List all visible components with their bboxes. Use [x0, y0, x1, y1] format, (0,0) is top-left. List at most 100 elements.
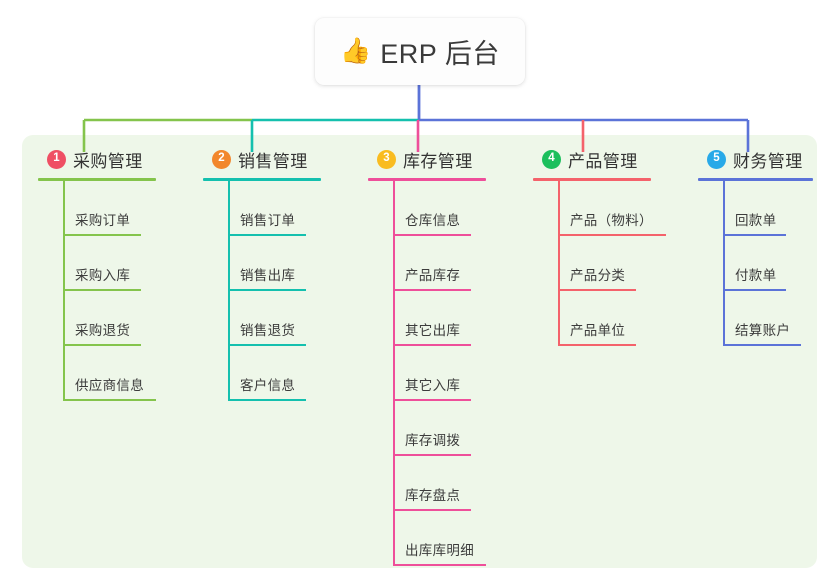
subitem-label: 产品（物料）	[570, 213, 653, 228]
subitem-underline	[558, 234, 666, 236]
subitem-label: 产品库存	[405, 268, 461, 283]
subitem-label: 仓库信息	[405, 213, 461, 228]
branch-spine	[228, 181, 230, 401]
subitem-label: 付款单	[735, 268, 777, 283]
subitem-label: 产品单位	[570, 323, 626, 338]
category-title: 财务管理	[733, 151, 803, 171]
subitem-label: 结算账户	[735, 323, 791, 338]
subitem-label: 回款单	[735, 213, 777, 228]
subitem-underline	[393, 289, 471, 291]
subitem-underline	[228, 289, 306, 291]
subitem-underline	[63, 234, 141, 236]
subitem-label: 采购退货	[75, 323, 131, 338]
subitem-label: 采购订单	[75, 213, 131, 228]
subitem[interactable]: 回款单	[698, 181, 838, 236]
subitem[interactable]: 供应商信息	[38, 346, 193, 401]
subitem[interactable]: 其它入库	[368, 346, 523, 401]
subitem-list: 回款单付款单结算账户	[698, 181, 838, 346]
category-title: 采购管理	[73, 151, 143, 171]
subitem[interactable]: 采购退货	[38, 291, 193, 346]
subitem-list: 仓库信息产品库存其它出库其它入库库存调拨库存盘点出库库明细	[368, 181, 523, 566]
category-number-badge: 1	[47, 149, 66, 169]
subitem-underline	[393, 399, 471, 401]
subitem-label: 出库库明细	[405, 543, 474, 558]
subitem-underline	[393, 454, 471, 456]
category-column-1: 1 采购管理采购订单采购入库采购退货供应商信息	[38, 146, 193, 401]
subitem-underline	[393, 344, 471, 346]
subitem-underline	[393, 234, 471, 236]
subitem[interactable]: 销售出库	[203, 236, 353, 291]
subitem-underline	[228, 234, 306, 236]
subitem-underline	[63, 344, 141, 346]
subitem[interactable]: 其它出库	[368, 291, 523, 346]
category-header-3[interactable]: 3 库存管理	[368, 146, 523, 172]
subitem-underline	[723, 234, 786, 236]
subitem[interactable]: 采购订单	[38, 181, 193, 236]
subitem[interactable]: 采购入库	[38, 236, 193, 291]
subitem-underline	[723, 289, 786, 291]
thumbs-up-icon: 👍	[340, 37, 372, 65]
subitem-label: 产品分类	[570, 268, 626, 283]
subitem-underline	[723, 344, 801, 346]
subitem-label: 销售退货	[240, 323, 296, 338]
category-underline	[533, 178, 651, 181]
content-panel	[22, 135, 817, 568]
subitem-label: 供应商信息	[75, 378, 144, 393]
category-header-1[interactable]: 1 采购管理	[38, 146, 193, 172]
branch-spine	[723, 181, 725, 346]
subitem[interactable]: 销售退货	[203, 291, 353, 346]
subitem-label: 其它出库	[405, 323, 461, 338]
subitem-label: 客户信息	[240, 378, 296, 393]
subitem-underline	[228, 344, 306, 346]
subitem-underline	[393, 564, 486, 566]
category-underline	[698, 178, 813, 181]
category-number-badge: 2	[212, 149, 231, 169]
subitem-underline	[63, 399, 156, 401]
category-column-3: 3 库存管理仓库信息产品库存其它出库其它入库库存调拨库存盘点出库库明细	[368, 146, 523, 566]
subitem-underline	[558, 289, 636, 291]
category-underline	[38, 178, 156, 181]
root-node[interactable]: 👍 ERP 后台	[315, 18, 525, 85]
category-title: 销售管理	[238, 151, 308, 171]
subitem[interactable]: 销售订单	[203, 181, 353, 236]
subitem-underline	[63, 289, 141, 291]
subitem[interactable]: 产品库存	[368, 236, 523, 291]
category-underline	[203, 178, 321, 181]
subitem-label: 销售出库	[240, 268, 296, 283]
subitem[interactable]: 产品分类	[533, 236, 693, 291]
subitem-label: 库存盘点	[405, 488, 461, 503]
category-title: 库存管理	[403, 151, 473, 171]
subitem-underline	[393, 509, 471, 511]
subitem[interactable]: 出库库明细	[368, 511, 523, 566]
category-header-2[interactable]: 2 销售管理	[203, 146, 353, 172]
category-header-5[interactable]: 5 财务管理	[698, 146, 838, 172]
subitem[interactable]: 仓库信息	[368, 181, 523, 236]
subitem-underline	[228, 399, 306, 401]
subitem-list: 采购订单采购入库采购退货供应商信息	[38, 181, 193, 401]
category-number-badge: 4	[542, 149, 561, 169]
subitem-label: 其它入库	[405, 378, 461, 393]
subitem[interactable]: 客户信息	[203, 346, 353, 401]
branch-spine	[63, 181, 65, 401]
category-number-badge: 3	[377, 149, 396, 169]
subitem[interactable]: 产品单位	[533, 291, 693, 346]
subitem-label: 采购入库	[75, 268, 131, 283]
branch-spine	[558, 181, 560, 346]
subitem-label: 库存调拨	[405, 433, 461, 448]
page-title: ERP 后台	[380, 39, 500, 69]
category-number-badge: 5	[707, 149, 726, 169]
branch-spine	[393, 181, 395, 566]
subitem[interactable]: 付款单	[698, 236, 838, 291]
category-column-2: 2 销售管理销售订单销售出库销售退货客户信息	[203, 146, 353, 401]
subitem-list: 产品（物料） 产品分类产品单位	[533, 181, 693, 346]
subitem-label: 销售订单	[240, 213, 296, 228]
subitem[interactable]: 结算账户	[698, 291, 838, 346]
subitem[interactable]: 库存调拨	[368, 401, 523, 456]
category-column-5: 5 财务管理回款单付款单结算账户	[698, 146, 838, 346]
subitem-underline	[558, 344, 636, 346]
subitem[interactable]: 产品（物料）	[533, 181, 693, 236]
subitem[interactable]: 库存盘点	[368, 456, 523, 511]
